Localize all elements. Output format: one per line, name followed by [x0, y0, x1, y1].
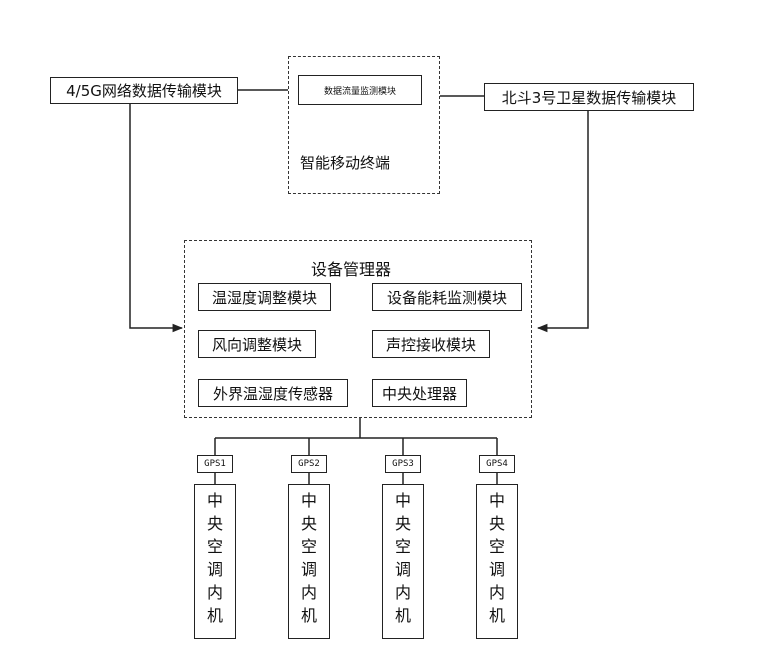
beidou-transmission-module: 北斗3号卫星数据传输模块: [484, 83, 694, 111]
beidou-transmission-module-label: 北斗3号卫星数据传输模块: [501, 88, 677, 107]
indoor-unit-char: 内: [488, 583, 505, 602]
data-traffic-monitor-module: 数据流量监测模块: [298, 75, 422, 105]
network-transmission-module: 4/5G网络数据传输模块: [50, 77, 238, 104]
central-processor: 中央处理器: [372, 379, 467, 407]
gps-tag-4-label: GPS4: [486, 459, 508, 469]
indoor-unit-4: 中 央 空 调 内 机: [476, 484, 518, 639]
indoor-unit-char: 机: [300, 606, 317, 625]
data-traffic-monitor-module-label: 数据流量监测模块: [323, 86, 396, 97]
gps-tag-2: GPS2: [291, 455, 327, 473]
gps-tag-3: GPS3: [385, 455, 421, 473]
indoor-unit-char: 中: [300, 491, 317, 510]
indoor-unit-char: 内: [300, 583, 317, 602]
indoor-unit-char: 内: [394, 583, 411, 602]
wind-direction-adjust-module-label: 风向调整模块: [211, 335, 302, 354]
network-transmission-module-label: 4/5G网络数据传输模块: [66, 82, 222, 100]
indoor-unit-char: 机: [488, 606, 505, 625]
gps-tag-2-label: GPS2: [298, 459, 320, 469]
indoor-unit-2: 中 央 空 调 内 机: [288, 484, 330, 639]
indoor-unit-char: 央: [206, 514, 223, 533]
indoor-unit-char: 空: [394, 537, 411, 556]
energy-monitor-module: 设备能耗监测模块: [372, 283, 522, 311]
gps-tag-3-label: GPS3: [392, 459, 414, 469]
indoor-unit-char: 中: [488, 491, 505, 510]
indoor-unit-char: 央: [488, 514, 505, 533]
indoor-unit-3: 中 央 空 调 内 机: [382, 484, 424, 639]
wind-direction-adjust-module: 风向调整模块: [198, 330, 316, 358]
voice-receive-module: 声控接收模块: [372, 330, 490, 358]
indoor-unit-char: 空: [206, 537, 223, 556]
gps-tag-1-label: GPS1: [204, 459, 226, 469]
indoor-unit-char: 机: [206, 606, 223, 625]
gps-tag-4: GPS4: [479, 455, 515, 473]
smart-mobile-terminal-title: 智能移动终端: [300, 154, 391, 172]
external-temp-humidity-sensor-label: 外界温湿度传感器: [212, 384, 333, 403]
indoor-unit-char: 中: [206, 491, 223, 510]
voice-receive-module-label: 声控接收模块: [385, 335, 476, 354]
indoor-unit-char: 调: [488, 560, 505, 579]
beidou-to-manager-arrow: [536, 110, 589, 333]
temp-humidity-adjust-module-label: 温湿度调整模块: [211, 288, 317, 307]
indoor-unit-char: 机: [394, 606, 411, 625]
central-processor-label: 中央处理器: [381, 384, 457, 403]
temp-humidity-adjust-module: 温湿度调整模块: [198, 283, 331, 311]
indoor-unit-1: 中 央 空 调 内 机: [194, 484, 236, 639]
indoor-unit-char: 空: [300, 537, 317, 556]
indoor-unit-char: 央: [300, 514, 317, 533]
indoor-unit-char: 中: [394, 491, 411, 510]
device-manager-title: 设备管理器: [311, 260, 392, 279]
indoor-unit-char: 央: [394, 514, 411, 533]
indoor-unit-char: 内: [206, 583, 223, 602]
network-to-manager-arrow: [129, 100, 184, 333]
smart-mobile-terminal: [288, 56, 440, 194]
external-temp-humidity-sensor: 外界温湿度传感器: [198, 379, 348, 407]
indoor-unit-char: 调: [394, 560, 411, 579]
device-manager: [184, 240, 532, 418]
energy-monitor-module-label: 设备能耗监测模块: [386, 288, 507, 307]
indoor-unit-char: 空: [488, 537, 505, 556]
gps-tag-1: GPS1: [197, 455, 233, 473]
indoor-unit-char: 调: [300, 560, 317, 579]
indoor-unit-char: 调: [206, 560, 223, 579]
